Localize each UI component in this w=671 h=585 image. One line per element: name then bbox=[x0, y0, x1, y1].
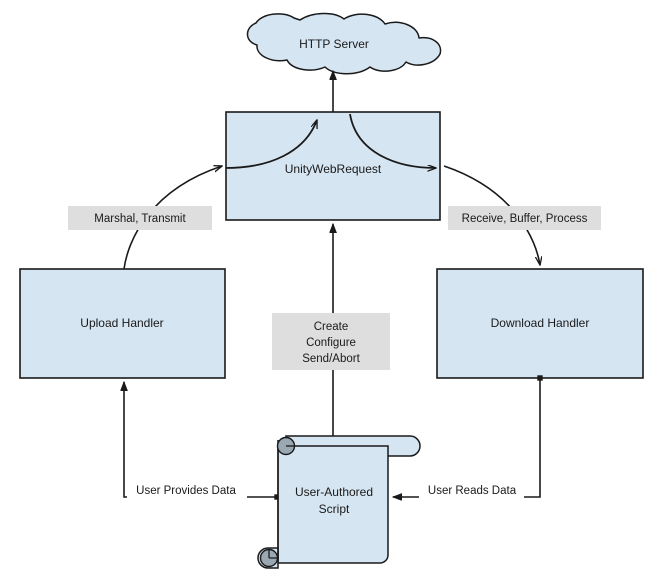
scroll-bottom-knob-notch bbox=[268, 549, 278, 559]
receive-buffer-process-text: Receive, Buffer, Process bbox=[462, 213, 588, 225]
edge-label-user-reads-data: User Reads Data bbox=[419, 481, 524, 498]
edge-label-marshal-transmit: Marshal, Transmit bbox=[68, 206, 212, 230]
edge-label-user-provides-data: User Provides Data bbox=[127, 481, 247, 498]
marshal-transmit-text: Marshal, Transmit bbox=[94, 213, 186, 225]
create-configure-send-box bbox=[272, 313, 390, 370]
user-script-label-line2: Script bbox=[319, 502, 350, 516]
create-configure-send-line1: Create bbox=[314, 321, 349, 333]
user-provides-data-text: User Provides Data bbox=[136, 485, 236, 497]
user-script-label-line1: User-Authored bbox=[295, 485, 373, 499]
edge-label-create-configure-send: Create Configure Send/Abort bbox=[272, 313, 390, 370]
create-configure-send-line2: Configure bbox=[306, 337, 356, 349]
unity-web-request-label: UnityWebRequest bbox=[285, 162, 382, 176]
edge-internal-request-curve bbox=[225, 120, 318, 169]
upload-handler-label: Upload Handler bbox=[80, 316, 163, 330]
upload-handler-box bbox=[19, 268, 226, 379]
node-upload-handler[interactable]: Upload Handler bbox=[19, 268, 226, 379]
cloud-shape bbox=[246, 12, 442, 75]
node-download-handler[interactable]: Download Handler bbox=[436, 268, 644, 379]
scroll-body bbox=[277, 445, 389, 564]
user-provides-data-bg bbox=[127, 481, 247, 498]
user-reads-data-text: User Reads Data bbox=[428, 485, 517, 497]
user-reads-data-bg bbox=[419, 481, 524, 498]
download-handler-box bbox=[436, 268, 644, 379]
edge-label-receive-buffer-process: Receive, Buffer, Process bbox=[448, 206, 601, 230]
edge-internal-response-curve bbox=[349, 113, 436, 168]
unity-web-request-box bbox=[225, 111, 441, 221]
marshal-transmit-box bbox=[68, 206, 212, 230]
node-unity-web-request[interactable]: UnityWebRequest bbox=[225, 111, 441, 221]
download-handler-label: Download Handler bbox=[491, 316, 590, 330]
node-user-authored-script[interactable]: User-Authored Script bbox=[257, 435, 421, 569]
receive-buffer-process-box bbox=[448, 206, 601, 230]
http-server-label: HTTP Server bbox=[299, 37, 369, 51]
edge-script-to-upload-handler bbox=[124, 382, 277, 497]
create-configure-send-line3: Send/Abort bbox=[302, 353, 360, 365]
node-http-server[interactable]: HTTP Server bbox=[246, 12, 442, 75]
